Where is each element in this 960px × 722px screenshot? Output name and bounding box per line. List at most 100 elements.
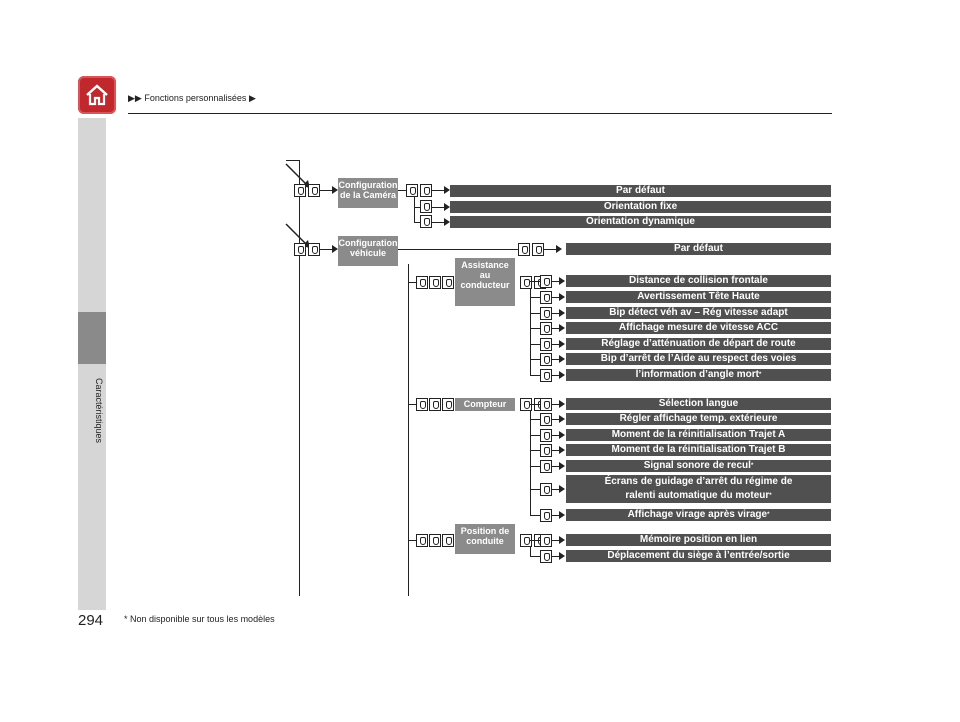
meter-item: Écrans de guidage d’arrêt du régime de r… bbox=[566, 475, 831, 503]
connector-line bbox=[552, 359, 560, 360]
connector-line bbox=[552, 328, 560, 329]
arrow-right-icon bbox=[559, 431, 565, 439]
knob-icon bbox=[540, 291, 552, 304]
meter-item: Affichage virage après virage* bbox=[566, 509, 831, 521]
knob-icon bbox=[540, 275, 552, 288]
arrow-right-icon bbox=[559, 400, 565, 408]
knob-icon bbox=[540, 550, 552, 563]
arrow-right-icon bbox=[559, 552, 565, 560]
connector-line bbox=[530, 281, 540, 282]
arrow-right-icon bbox=[559, 340, 565, 348]
meter-item: Régler affichage temp. extérieure bbox=[566, 413, 831, 425]
connector-line bbox=[530, 450, 540, 451]
chapter-label: Caractéristiques bbox=[94, 378, 104, 444]
camera-dynamic-bar: Orientation dynamique bbox=[450, 216, 831, 228]
knob-icon bbox=[540, 338, 552, 351]
knob-icon bbox=[294, 184, 306, 197]
assist-item: Affichage mesure de vitesse ACC bbox=[566, 322, 831, 334]
meter-item: Moment de la réinitialisation Trajet B bbox=[566, 444, 831, 456]
arrow-right-icon bbox=[559, 371, 565, 379]
connector-line bbox=[552, 466, 560, 467]
connector-line bbox=[530, 540, 540, 541]
connector-line bbox=[552, 435, 560, 436]
connector-line bbox=[552, 419, 560, 420]
connector-line bbox=[530, 435, 540, 436]
knob-icon bbox=[540, 369, 552, 382]
driving-position-item: Mémoire position en lien bbox=[566, 534, 831, 546]
arrow-right-icon bbox=[559, 293, 565, 301]
header-rule bbox=[128, 113, 832, 114]
camera-fixed-bar: Orientation fixe bbox=[450, 201, 831, 213]
camera-config-tag: Configuration de la Caméra bbox=[338, 178, 398, 208]
knob-icon bbox=[540, 322, 552, 335]
home-icon bbox=[86, 84, 108, 106]
trunk-line bbox=[299, 160, 300, 596]
home-button[interactable] bbox=[78, 76, 116, 114]
assist-item: Distance de collision frontale bbox=[566, 275, 831, 287]
knob-icon bbox=[540, 534, 552, 547]
connector-line bbox=[530, 515, 540, 516]
assist-item: Réglage d’atténuation de départ de route bbox=[566, 338, 831, 350]
chapter-tab bbox=[78, 312, 106, 364]
connector-line bbox=[552, 489, 560, 490]
arrow-right-icon bbox=[559, 536, 565, 544]
connector-line bbox=[530, 297, 540, 298]
arrow-right-icon bbox=[559, 415, 565, 423]
arrow-right-icon bbox=[559, 324, 565, 332]
arrow-right-icon bbox=[559, 446, 565, 454]
vehicle-config-tag: Configuration véhicule bbox=[338, 236, 398, 266]
arrow-right-icon bbox=[559, 511, 565, 519]
connector-line bbox=[530, 489, 540, 490]
connector-line bbox=[530, 344, 540, 345]
footnote: * Non disponible sur tous les modèles bbox=[124, 614, 275, 624]
arrow-right-icon bbox=[559, 462, 565, 470]
connector-line bbox=[530, 404, 540, 405]
connector-line bbox=[530, 313, 540, 314]
connector-line bbox=[552, 404, 560, 405]
connector-line bbox=[552, 281, 560, 282]
knob-icon bbox=[540, 353, 552, 366]
assist-item: l’information d’angle mort* bbox=[566, 369, 831, 381]
assist-item: Avertissement Tête Haute bbox=[566, 291, 831, 303]
knob-icon bbox=[540, 413, 552, 426]
connector-line bbox=[552, 556, 560, 557]
connector-line bbox=[530, 556, 540, 557]
connector-line bbox=[552, 297, 560, 298]
breadcrumb-arrow-icon: ▶ bbox=[248, 93, 256, 103]
breadcrumb[interactable]: ▶▶ Fonctions personnalisées ▶ bbox=[128, 93, 256, 104]
knob-icon bbox=[540, 509, 552, 522]
connector-line bbox=[530, 466, 540, 467]
knob-icon bbox=[540, 483, 552, 496]
meter-item: Moment de la réinitialisation Trajet A bbox=[566, 429, 831, 441]
driving-position-tag: Position de conduite bbox=[455, 524, 515, 554]
meter-tag: Compteur bbox=[455, 398, 515, 411]
connector-line bbox=[552, 515, 560, 516]
assist-item: Bip détect véh av – Rég vitesse adapt bbox=[566, 307, 831, 319]
connector-line bbox=[530, 359, 540, 360]
knob-icon bbox=[540, 398, 552, 411]
connector-line bbox=[530, 328, 540, 329]
vehicle-default-bar: Par défaut bbox=[566, 243, 831, 255]
driver-assist-tag: Assistance au conducteur bbox=[455, 258, 515, 306]
arrow-right-icon bbox=[559, 485, 565, 493]
connector-line bbox=[530, 375, 540, 376]
driving-position-item: Déplacement du siège à l’entrée/sortie bbox=[566, 550, 831, 562]
knob-icon bbox=[540, 444, 552, 457]
connector-line bbox=[552, 344, 560, 345]
knob-icon bbox=[308, 184, 320, 197]
arrow-right-icon bbox=[559, 277, 565, 285]
knob-icon bbox=[540, 460, 552, 473]
breadcrumb-link[interactable]: Fonctions personnalisées bbox=[144, 93, 247, 103]
chapter-sidebar: Caractéristiques bbox=[78, 118, 106, 610]
connector-line bbox=[530, 419, 540, 420]
connector-line bbox=[552, 375, 560, 376]
assist-item: Bip d’arrêt de l’Aide au respect des voi… bbox=[566, 353, 831, 365]
page-number: 294 bbox=[78, 612, 104, 629]
connector-line bbox=[552, 540, 560, 541]
meter-item: Sélection langue bbox=[566, 398, 831, 410]
arrow-right-icon bbox=[559, 355, 565, 363]
meter-item: Signal sonore de recul* bbox=[566, 460, 831, 472]
connector-line bbox=[552, 450, 560, 451]
knob-icon bbox=[540, 429, 552, 442]
